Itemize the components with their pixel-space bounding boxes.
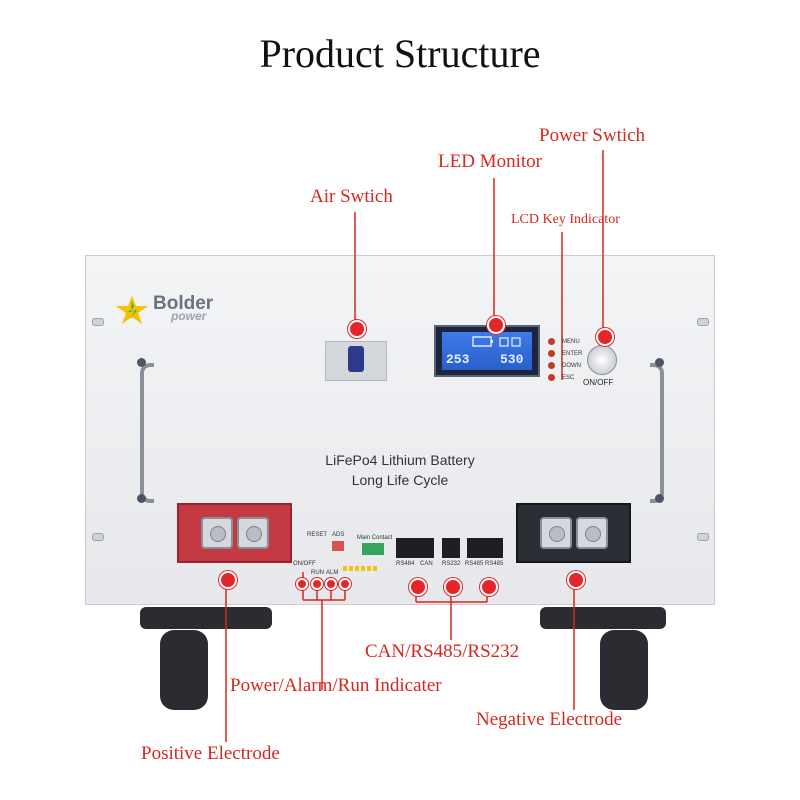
lcd-monitor: 253 530 <box>434 325 540 377</box>
battery-status-icon <box>472 336 521 347</box>
handle-screw <box>137 494 146 503</box>
mounting-slot <box>697 318 709 326</box>
caster-bracket <box>140 607 272 629</box>
rs485-port-marker <box>480 578 498 596</box>
led-monitor-callout: LED Monitor <box>438 151 542 172</box>
lcd-screen: 253 530 <box>442 332 532 370</box>
reset-label: RESET <box>307 532 328 538</box>
alarm-indicator-marker <box>325 578 337 590</box>
alm-label: ALM <box>326 570 339 576</box>
port-label: RS232 <box>442 561 461 567</box>
product-line-2: Long Life Cycle <box>351 472 449 488</box>
on-off-label: ON/OFF <box>293 561 316 567</box>
ads-button[interactable] <box>332 541 344 551</box>
positive-electrode-marker <box>219 571 237 589</box>
mounting-slot <box>92 533 104 541</box>
brand-name: Bolder <box>153 293 214 314</box>
lcd-value: 253 <box>446 352 470 367</box>
lcd-key-indicator <box>548 362 555 369</box>
caster-wheel <box>600 630 648 710</box>
negative-terminal <box>516 503 631 563</box>
port-rs485[interactable] <box>467 538 503 558</box>
brand-logo: Bolder power <box>115 293 214 325</box>
terminal-bolt <box>576 517 608 549</box>
mounting-slot <box>697 533 709 541</box>
power-button-label: ON/OFF <box>583 378 614 387</box>
lcd-key-indicator <box>548 338 555 345</box>
air-switch-marker <box>348 320 366 338</box>
rs232-port-marker <box>444 578 462 596</box>
brand-subtitle: power <box>171 309 207 323</box>
port-label: RS485 <box>485 561 504 567</box>
indicators-callout: Power/Alarm/Run Indicater <box>230 675 442 696</box>
bolt-logo-icon <box>116 296 148 324</box>
led-monitor-marker <box>487 316 505 334</box>
on-off-indicator-marker <box>296 578 308 590</box>
lcd-key-indicator-callout: LCD Key Indicator <box>511 212 620 227</box>
power-switch-callout: Power Swtich <box>539 125 646 146</box>
negative-electrode-marker <box>567 571 585 589</box>
product-line-1: LiFePo4 Lithium Battery <box>325 452 475 468</box>
power-switch-marker <box>596 328 614 346</box>
lcd-key-menu[interactable]: MENU <box>562 339 580 345</box>
lcd-key-enter[interactable]: ENTER <box>562 351 583 357</box>
main-contact-label: Main Contact <box>357 535 393 541</box>
run-label: RUN <box>311 570 324 576</box>
lcd-key-indicator <box>548 374 555 381</box>
air-switch-toggle[interactable] <box>348 346 364 372</box>
page-title: Product Structure <box>259 31 541 76</box>
lcd-key-esc[interactable]: ESC <box>562 375 575 381</box>
air-switch-callout: Air Swtich <box>310 186 393 207</box>
terminal-bolt <box>237 517 269 549</box>
port-rs232[interactable] <box>442 538 460 558</box>
port-label: RS485 <box>465 561 484 567</box>
lcd-value: 530 <box>500 352 524 367</box>
main-contact-connector <box>362 543 384 555</box>
ads-label: ADS <box>332 532 345 538</box>
terminal-bolt <box>201 517 233 549</box>
caster-bracket <box>540 607 666 629</box>
handle-screw <box>655 358 664 367</box>
comm-ports-callout: CAN/RS485/RS232 <box>365 641 520 662</box>
handle-screw <box>655 494 664 503</box>
positive-electrode-callout: Positive Electrode <box>141 743 280 764</box>
negative-electrode-callout: Negative Electrode <box>476 709 623 730</box>
lcd-key-down[interactable]: DOWN <box>562 363 581 369</box>
run-indicator-marker <box>311 578 323 590</box>
status-indicator-marker <box>339 578 351 590</box>
can-port-marker <box>409 578 427 596</box>
caster-wheel <box>160 630 208 710</box>
port-rs484-can[interactable] <box>396 538 434 558</box>
positive-terminal <box>177 503 292 563</box>
left-handle <box>140 363 154 503</box>
port-label: CAN <box>420 561 433 567</box>
lcd-key-indicator <box>548 350 555 357</box>
handle-screw <box>137 358 146 367</box>
terminal-bolt <box>540 517 572 549</box>
mounting-slot <box>92 318 104 326</box>
soc-indicator-bar <box>343 566 379 571</box>
port-label: RS484 <box>396 561 415 567</box>
